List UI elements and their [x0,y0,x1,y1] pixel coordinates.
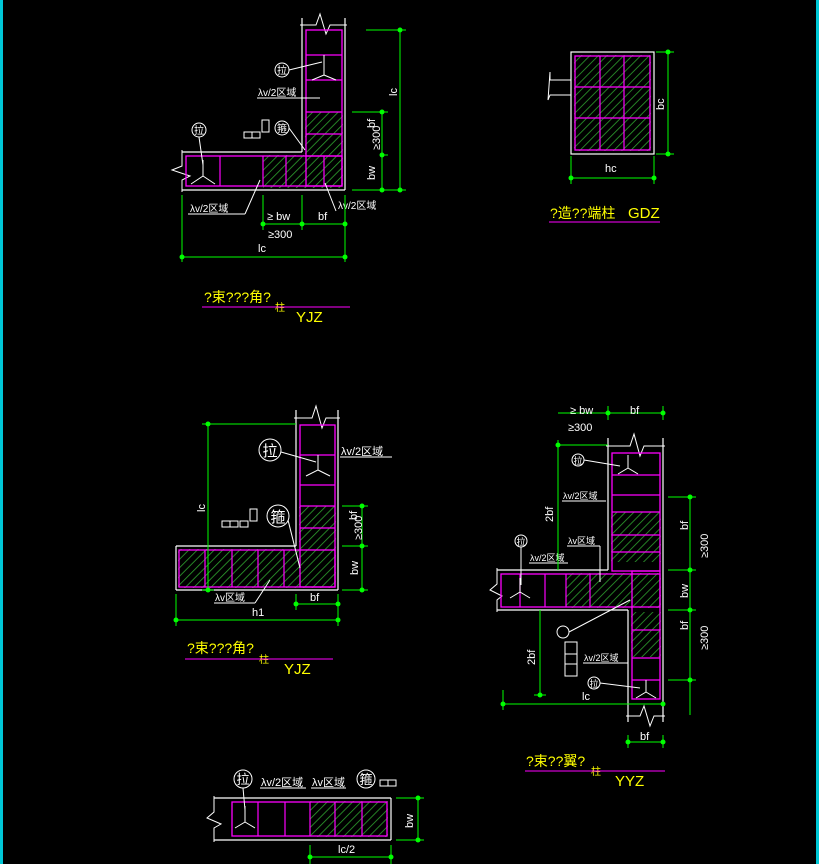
dim-bf-bottom: bf [640,731,650,743]
drawing-restrained-corner-2: 拉 箍 λv/2区域 λv区域 lc bf ≥300 bw h1 bf ?束??… [173,404,392,678]
tie-bubble: 拉 [236,772,249,787]
dim-ge-bw: ≥ bw [267,211,290,223]
full-region-label: λv区域 [568,535,595,546]
dim-2bf-lower: 2bf [526,649,538,665]
half-region-label: λv/2区域 [258,86,296,99]
half-region-label: λv/2区域 [341,445,383,458]
dim-bf-vertical: bf [366,118,378,128]
dim-lc: lc [582,691,590,703]
dim-bf-vertical-lower: bf [679,620,691,630]
dim-ge300-top: ≥300 [568,422,592,434]
dim-bf-horizontal: bf [310,592,320,604]
dim-ge300-vertical: ≥300 [371,126,383,150]
hatched-region-horizontal [263,155,305,188]
hatched-region-vertical [299,506,336,588]
tie-bubble: 拉 [262,443,277,460]
half-region-label-b: λv/2区域 [530,552,565,563]
drawing-code: YYZ [615,773,644,790]
drawing-constructional-end: bc hc ?造??端柱 GDZ [547,49,674,223]
dim-2bf-upper: 2bf [544,506,556,522]
dim-bw-vertical: bw [366,166,378,180]
drawing-title: ?束???角? [204,289,271,305]
screen-edge-left [0,0,3,864]
tie-bubble-2: 拉 [194,124,204,137]
dim-ge300-vertical-upper: ≥300 [699,534,711,558]
dim-ge300-vertical: ≥300 [353,516,365,540]
tie-bubble-bottom: 拉 [589,678,598,689]
drawing-restrained-flange: 拉 拉 拉 λv/2区域 λv/2区域 λv区域 λv/2区域 ≥ bw bf … [489,405,711,790]
drawing-restrained-end: 拉 λv/2区域 λv区域 箍 bw lc/2 [206,769,424,864]
drawing-title: ?束???角? [187,640,254,656]
hatched-region-horizontal [178,549,300,588]
dim-bw: bw [404,814,416,828]
dim-ge300-horizontal: ≥300 [268,229,292,241]
dim-lc-horizontal: lc [258,243,266,255]
full-region-label: λv区域 [215,591,245,604]
drawing-title: ?束??翼? [526,753,585,769]
drawing-code: GDZ [628,205,660,222]
stirrup-bubble: 箍 [359,772,372,787]
half-region-label-right: λv/2区域 [338,199,376,212]
dim-lc-vertical: lc [388,88,400,96]
drawing-restrained-corner-1: 拉 拉 箍 λv/2区域 λv/2区域 λv/2区域 lc bf ≥300 bw [170,12,406,326]
drawing-code: YJZ [284,661,311,678]
hatched-region [310,801,388,837]
half-region-label-a: λv/2区域 [563,490,598,501]
dim-bf-horizontal: bf [318,211,328,223]
dim-lc-half: lc/2 [338,844,355,856]
tie-bubble: 拉 [277,64,287,77]
drawing-title: ?造??端柱 [550,205,615,221]
dim-bf-vertical: bf [348,510,360,520]
stirrup-bubble: 箍 [277,122,287,135]
hatched-region [574,55,651,151]
full-region-label: λv区域 [312,776,345,789]
hatched-region-lower [631,612,661,657]
dim-lc-vertical: lc [196,504,208,512]
dim-bw-vertical: bw [679,584,691,598]
dim-bf-top: bf [630,405,640,417]
half-region-label-low: λv/2区域 [190,202,228,215]
dim-bc: bc [655,98,667,110]
half-region-label-c: λv/2区域 [584,652,619,663]
screen-edge-right [816,0,819,864]
dim-bf-vertical-upper: bf [679,520,691,530]
tie-bubble-top: 拉 [573,455,582,466]
dim-h1: h1 [252,607,264,619]
hatched-region-horizontal [566,573,661,608]
stirrup-bubble: 箍 [270,509,285,526]
dim-bw-vertical: bw [349,561,361,575]
dim-ge-bw: ≥ bw [570,405,593,417]
tie-bubble-left: 拉 [516,536,525,547]
dim-hc: hc [605,163,617,175]
half-region-label: λv/2区域 [261,776,303,789]
dim-ge300-vertical-lower: ≥300 [699,626,711,650]
hatched-region-vertical [611,512,661,562]
drawing-code: YJZ [296,309,323,326]
